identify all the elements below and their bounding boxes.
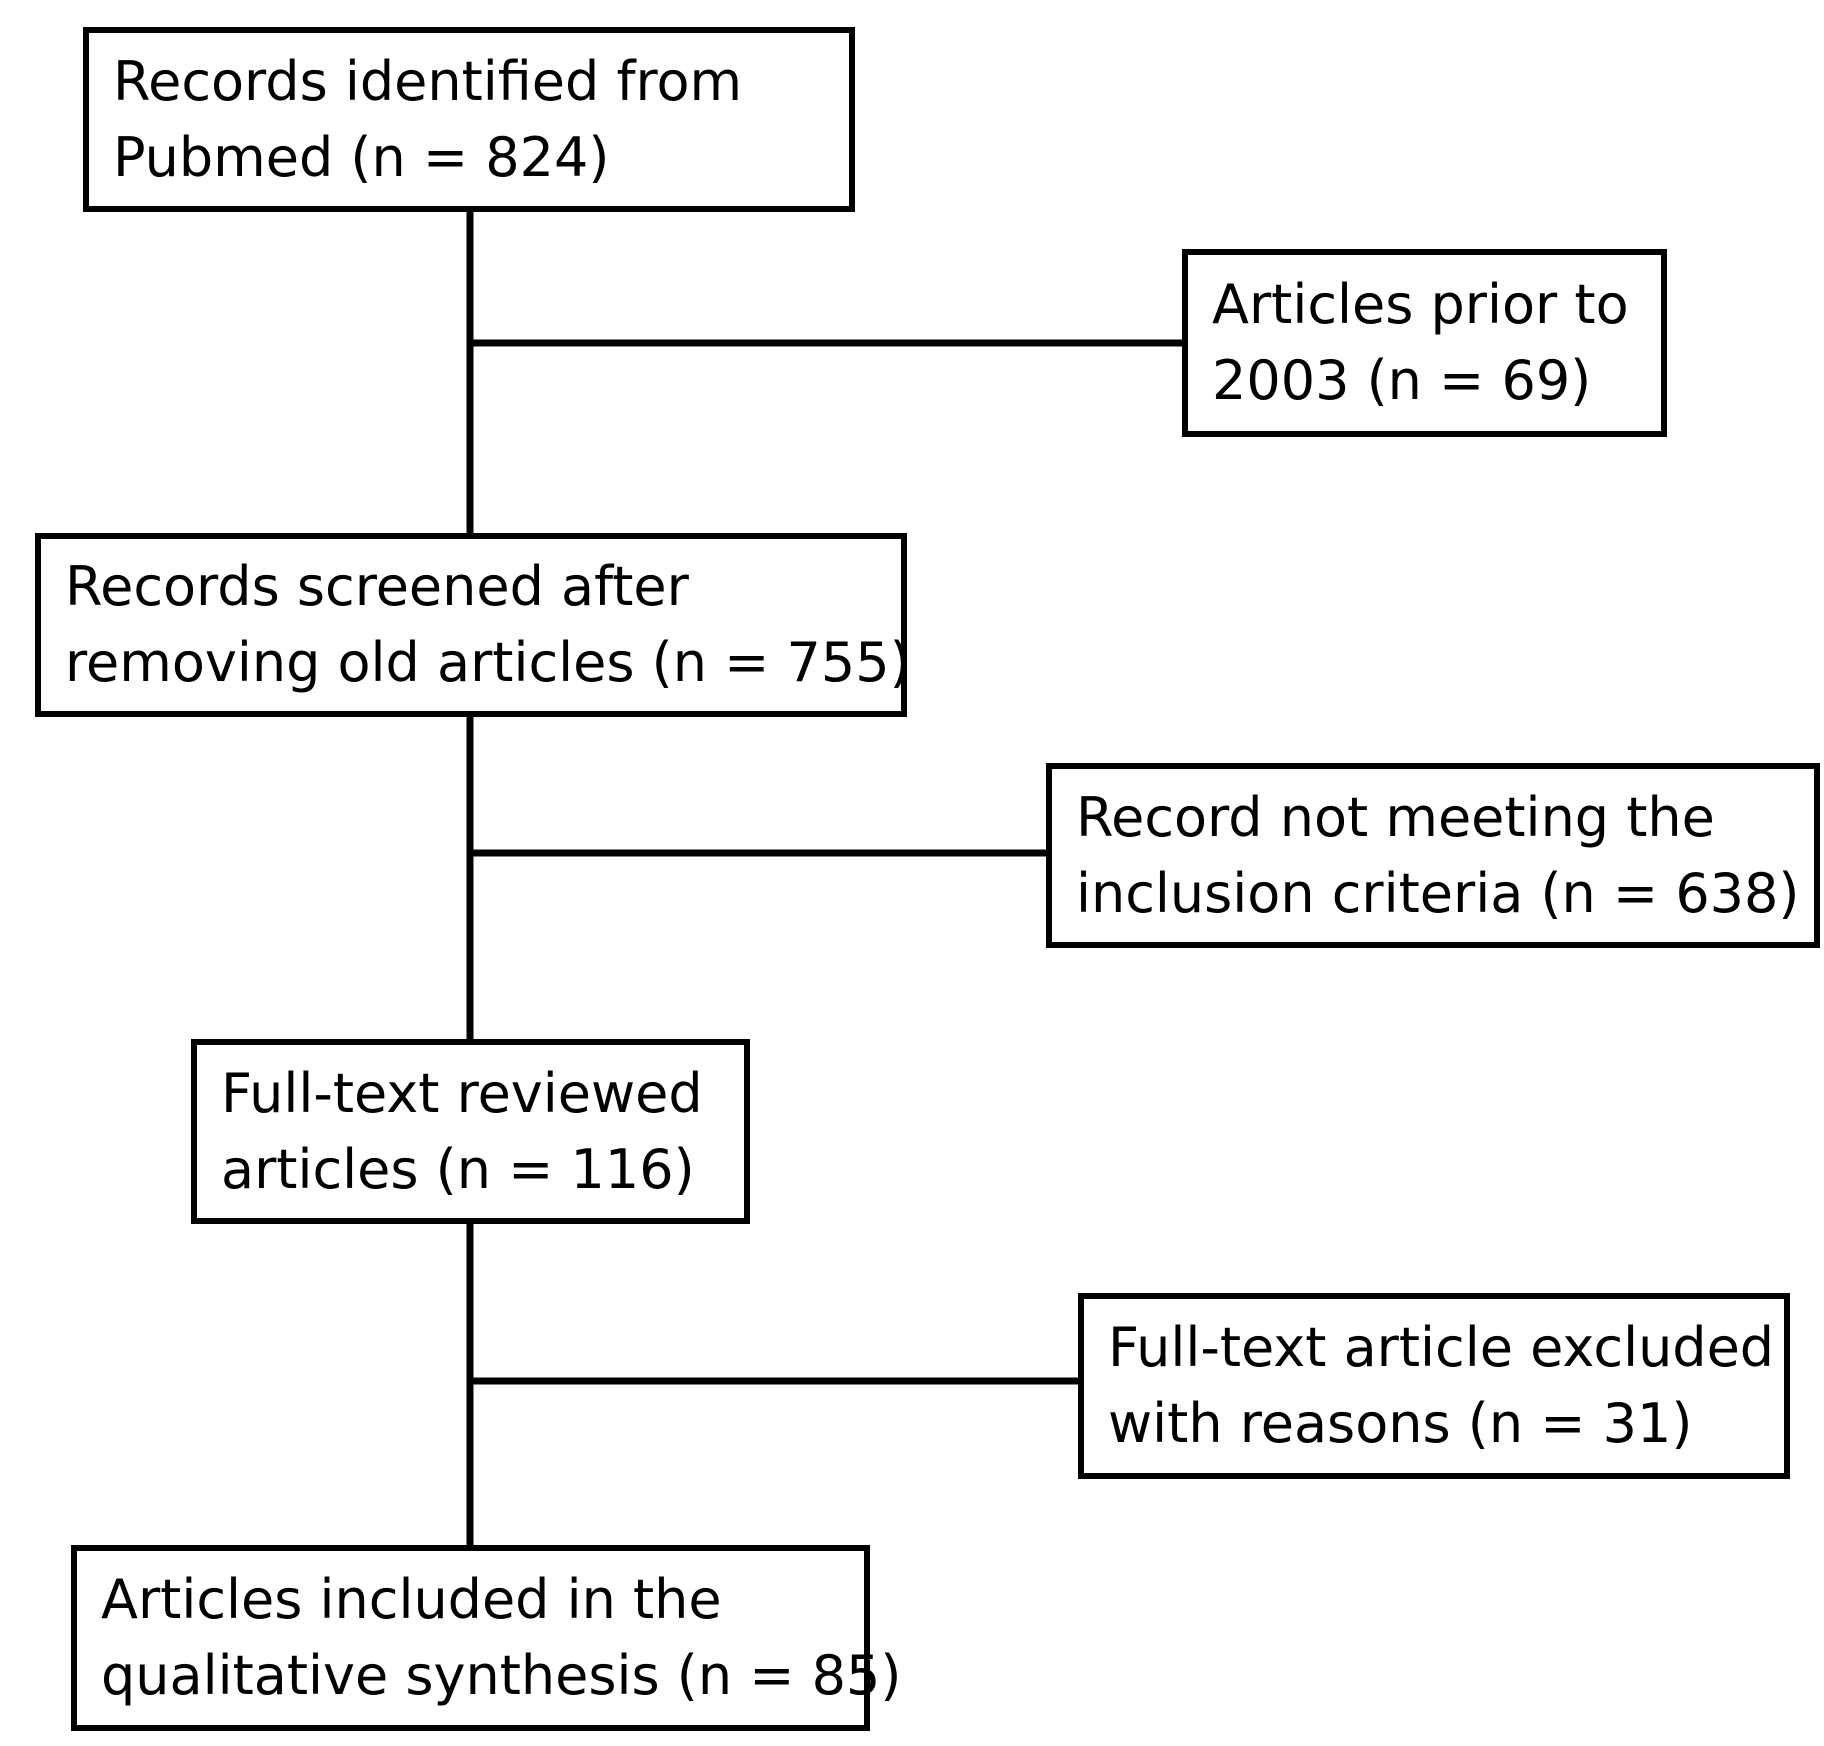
not-meeting-criteria-line1: Record not meeting the: [1076, 785, 1715, 849]
not-meeting-criteria-line2: inclusion criteria (n = 638): [1076, 861, 1800, 925]
articles-included-line2: qualitative synthesis (n = 85): [101, 1644, 902, 1707]
full-text-excluded-box: Full-text article excluded with reasons …: [1078, 1293, 1790, 1479]
records-screened-line2: removing old articles (n = 755): [65, 631, 911, 694]
articles-prior-2003-line1: Articles prior to: [1212, 273, 1629, 336]
records-identified-box: Records identified from Pubmed (n = 824): [83, 27, 855, 212]
records-screened-line1: Records screened after: [65, 555, 689, 618]
articles-included-line1: Articles included in the: [101, 1568, 722, 1631]
full-text-excluded-line2: with reasons (n = 31): [1108, 1392, 1693, 1455]
full-text-reviewed-box: Full-text reviewed articles (n = 116): [191, 1039, 750, 1224]
articles-prior-2003-line2: 2003 (n = 69): [1212, 349, 1592, 412]
records-screened-box: Records screened after removing old arti…: [35, 533, 911, 717]
full-text-reviewed-line2: articles (n = 116): [221, 1137, 695, 1201]
full-text-reviewed-line1: Full-text reviewed: [221, 1061, 703, 1125]
records-identified-line1: Records identified from: [113, 49, 743, 113]
not-meeting-criteria-box: Record not meeting the inclusion criteri…: [1046, 763, 1820, 948]
articles-included-box: Articles included in the qualitative syn…: [71, 1545, 902, 1731]
articles-prior-2003-box: Articles prior to 2003 (n = 69): [1182, 249, 1667, 437]
records-identified-line2: Pubmed (n = 824): [113, 125, 610, 189]
full-text-excluded-line1: Full-text article excluded: [1108, 1316, 1775, 1379]
